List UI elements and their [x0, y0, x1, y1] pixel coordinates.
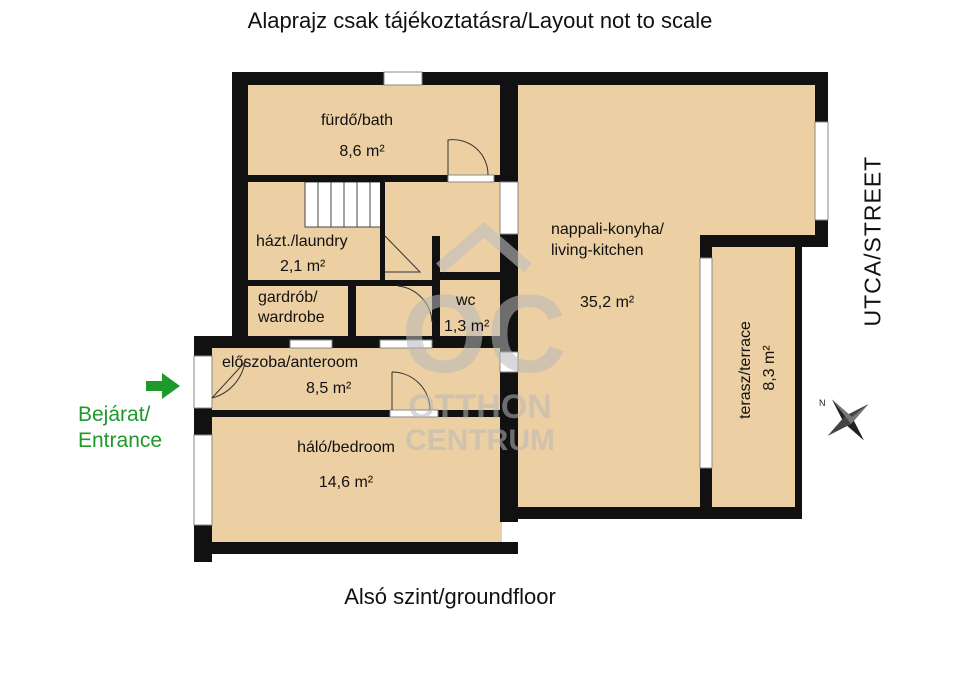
room-living-area: 35,2 m²	[580, 294, 635, 311]
floor-areas	[212, 85, 818, 542]
room-living-name2: living-kitchen	[551, 242, 643, 259]
floor-corridor	[356, 286, 434, 341]
room-bath-area: 8,6 m²	[339, 143, 385, 160]
entrance-label: Bejárat/ Entrance	[78, 402, 190, 454]
opening-hall-bottom	[499, 351, 519, 373]
opening-anteroom-top	[289, 339, 333, 349]
door-bedroom-arc	[391, 371, 431, 411]
room-terrace-name: terasz/terrace	[737, 321, 754, 419]
watermark-line1: OTTHON	[408, 388, 552, 426]
door-swings	[211, 139, 489, 411]
room-bedroom-area: 14,6 m²	[319, 474, 374, 491]
room-wardrobe-name2: wardrobe	[257, 309, 325, 326]
door-corridor	[397, 285, 433, 323]
opening-corridor-bottom	[379, 339, 433, 349]
watermark-monogram: OC	[402, 273, 567, 396]
page-title: Alaprajz csak tájékoztatásra/Layout not …	[247, 8, 713, 33]
watermark-line2: CENTRUM	[405, 424, 555, 457]
floor-bath	[248, 85, 500, 175]
entrance-arrow-icon	[146, 373, 180, 399]
street-label: UTCA/STREET	[859, 155, 886, 327]
room-anteroom-name: előszoba/anteroom	[222, 354, 358, 371]
door-sill-bath	[447, 174, 495, 183]
room-wc-area: 1,3 m²	[444, 318, 490, 335]
floor-living-lower	[518, 235, 700, 507]
opening-hall-top	[499, 181, 519, 235]
door-laundry	[384, 235, 422, 273]
room-living-name1: nappali-konyha/	[551, 221, 665, 238]
entrance-label-line2: Entrance	[78, 429, 163, 452]
door-sill-bedroom	[389, 409, 439, 418]
compass-north-label: N	[819, 398, 826, 408]
room-bedroom-name: háló/bedroom	[297, 439, 395, 456]
floor-wardrobe	[248, 286, 348, 341]
watermark-roof	[436, 222, 532, 273]
room-laundry-name: házt./laundry	[256, 233, 348, 250]
stairs	[304, 181, 384, 228]
compass-icon	[827, 399, 869, 441]
floor-anteroom	[212, 348, 502, 410]
door-bath	[447, 139, 489, 176]
room-wc-name: wc	[455, 292, 476, 309]
floor-living	[518, 85, 818, 235]
room-wardrobe-name1: gardrób/	[258, 289, 318, 306]
room-bath-name: fürdő/bath	[321, 112, 393, 129]
room-anteroom-area: 8,5 m²	[306, 380, 352, 397]
floor-caption: Alsó szint/groundfloor	[344, 584, 556, 609]
terrace-glass-door	[699, 257, 713, 469]
door-entrance	[211, 360, 246, 399]
room-laundry-area: 2,1 m²	[280, 258, 326, 275]
floor-terrace	[712, 247, 800, 507]
window-entrance	[193, 355, 213, 409]
window-bath	[383, 71, 423, 86]
entrance-label-line1: Bejárat/	[78, 403, 151, 426]
watermark: OC OTTHON CENTRUM	[402, 222, 567, 457]
windows	[193, 71, 829, 526]
room-labels: fürdő/bath 8,6 m² házt./laundry 2,1 m² g…	[222, 112, 778, 491]
floor-wc	[440, 280, 500, 341]
window-bedroom	[193, 434, 213, 526]
room-terrace-area: 8,3 m²	[761, 345, 778, 391]
window-living-right	[814, 121, 829, 221]
floor-bedroom	[212, 417, 502, 542]
